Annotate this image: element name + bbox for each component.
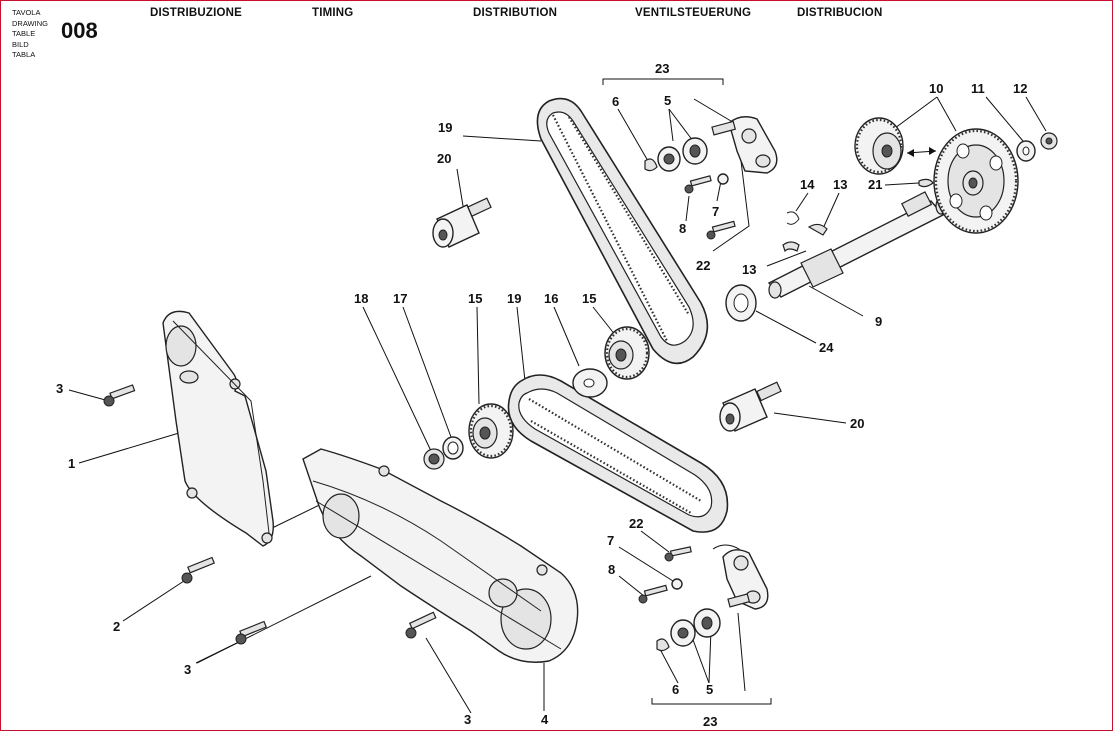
sheet-label-list: TAVOLA DRAWING TABLE BILD TABLA bbox=[12, 8, 48, 61]
tensioner-lower bbox=[638, 546, 769, 652]
key-21 bbox=[918, 178, 934, 188]
callout-22: 22 bbox=[629, 516, 643, 531]
nut-12 bbox=[1040, 132, 1058, 150]
belt-cover-horizontal bbox=[302, 448, 579, 663]
callout-23: 23 bbox=[655, 61, 669, 76]
washer-11 bbox=[1016, 140, 1036, 162]
callout-12: 12 bbox=[1013, 81, 1027, 96]
belt-cover-vertical bbox=[162, 310, 274, 547]
callout-17: 17 bbox=[393, 291, 407, 306]
callout-8: 8 bbox=[679, 221, 686, 236]
callout-labels: 1 2 3 3 3 4 5 5 6 6 7 7 8 8 9 10 11 12 1… bbox=[56, 61, 1027, 729]
tensioner-upper bbox=[644, 116, 778, 240]
screws bbox=[103, 384, 437, 645]
gear-small bbox=[854, 117, 904, 175]
sheet-word: BILD bbox=[12, 39, 29, 49]
callout-3: 3 bbox=[464, 712, 471, 727]
callout-13: 13 bbox=[833, 177, 847, 192]
stud-upper bbox=[432, 197, 492, 248]
leader-lines bbox=[68, 78, 1047, 714]
callout-13: 13 bbox=[742, 262, 756, 277]
callout-10: 10 bbox=[929, 81, 943, 96]
seal-24 bbox=[725, 284, 757, 322]
sheet-word: DRAWING bbox=[12, 18, 48, 28]
title-italian: DISTRIBUZIONE bbox=[150, 7, 243, 19]
spacer-17 bbox=[442, 436, 464, 460]
callout-2: 2 bbox=[113, 619, 120, 634]
callout-19: 19 bbox=[438, 120, 452, 135]
title-french: DISTRIBUTION bbox=[473, 7, 558, 19]
callout-7: 7 bbox=[607, 533, 614, 548]
callout-8: 8 bbox=[608, 562, 615, 577]
callout-23: 23 bbox=[703, 714, 717, 729]
callout-4: 4 bbox=[541, 712, 549, 727]
title-german: VENTILSTEUERUNG bbox=[635, 7, 752, 19]
timing-belt-lower bbox=[507, 374, 729, 533]
callout-3: 3 bbox=[184, 662, 191, 677]
callout-22: 22 bbox=[696, 258, 710, 273]
gear-large bbox=[933, 128, 1019, 234]
callout-20: 20 bbox=[850, 416, 864, 431]
callout-15: 15 bbox=[582, 291, 596, 306]
title-spanish: DISTRIBUCION bbox=[797, 7, 883, 19]
callout-18: 18 bbox=[354, 291, 368, 306]
sheet-word: TABLE bbox=[12, 29, 36, 39]
callout-21: 21 bbox=[868, 177, 882, 192]
nut-18 bbox=[423, 448, 445, 470]
camshaft bbox=[767, 191, 947, 299]
pulley-upper bbox=[604, 326, 650, 380]
callout-5: 5 bbox=[706, 682, 713, 697]
callout-19: 19 bbox=[507, 291, 521, 306]
sheet-word: TAVOLA bbox=[12, 8, 41, 17]
callout-24: 24 bbox=[819, 340, 834, 355]
washer-16 bbox=[572, 368, 608, 398]
plate-number: 008 bbox=[61, 18, 98, 43]
callout-7: 7 bbox=[712, 204, 719, 219]
title-english: TIMING bbox=[312, 7, 354, 19]
callout-3: 3 bbox=[56, 381, 63, 396]
pulley-lower bbox=[468, 403, 514, 459]
callout-16: 16 bbox=[544, 291, 558, 306]
callout-20: 20 bbox=[437, 151, 451, 166]
timing-belt-upper bbox=[536, 97, 709, 365]
callout-9: 9 bbox=[875, 314, 882, 329]
callout-6: 6 bbox=[672, 682, 679, 697]
callout-15: 15 bbox=[468, 291, 482, 306]
callout-6: 6 bbox=[612, 94, 619, 109]
callout-11: 11 bbox=[971, 81, 985, 96]
sheet-word: TABLA bbox=[12, 50, 36, 60]
stud-lower bbox=[719, 381, 782, 432]
callout-14: 14 bbox=[800, 177, 815, 192]
callout-1: 1 bbox=[68, 456, 75, 471]
callout-5: 5 bbox=[664, 93, 671, 108]
